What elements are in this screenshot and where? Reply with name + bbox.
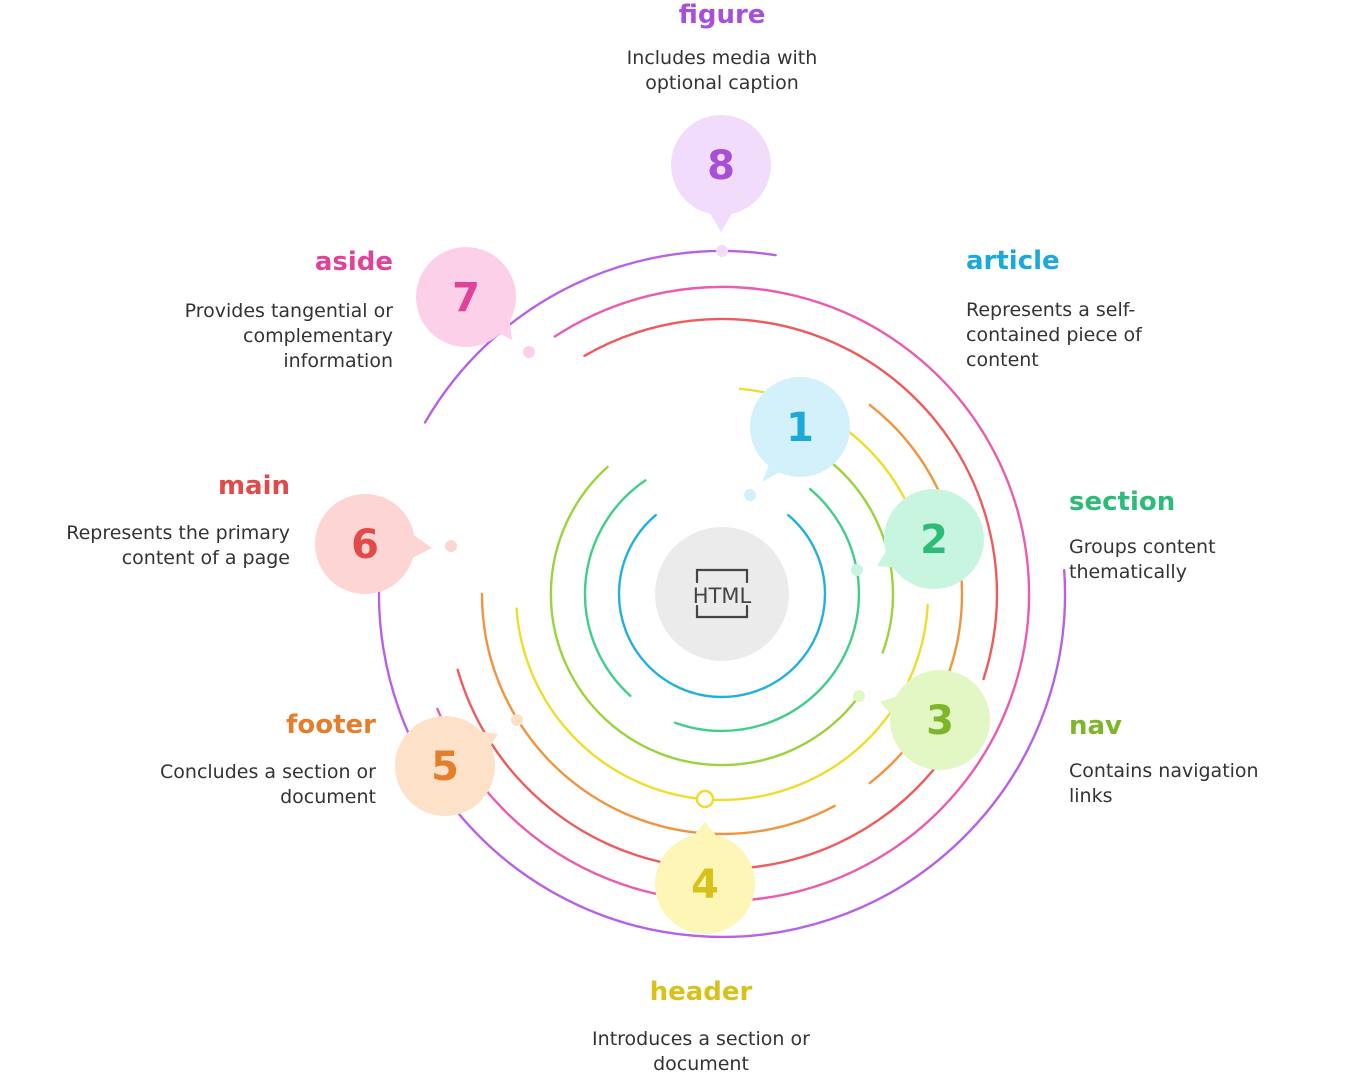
bubble-tail-main (404, 528, 432, 562)
ring-arc-aside-1 (436, 285, 1031, 903)
bubble-number-header: 4 (691, 862, 719, 908)
element-description-section: Groups content thematically (1069, 536, 1216, 583)
element-title-aside: aside (314, 247, 393, 277)
element-description-footer: Concludes a section or document (160, 761, 376, 808)
bubble-circle-footer (395, 716, 495, 816)
ring-connector-dots (445, 245, 865, 809)
bubble-tail-footer (470, 730, 498, 760)
bubble-section: 2 (877, 489, 984, 589)
element-title-figure: figure (678, 0, 766, 30)
element-figure: figure Includes media with optional capt… (588, 0, 856, 96)
bubble-number-section: 2 (920, 517, 948, 563)
ring-arc-section-1 (673, 487, 861, 733)
element-description-article: Represents a self-contained piece of con… (966, 299, 1142, 371)
element-description-header: Introduces a section or document (592, 1028, 810, 1075)
bubble-tail-article (762, 458, 790, 482)
bubble-number-figure: 8 (707, 143, 735, 189)
bubble-article: 1 (750, 377, 850, 482)
bubble-number-article: 1 (786, 405, 814, 451)
bubble-tail-section (877, 540, 902, 568)
connector-dot-nav (853, 690, 865, 702)
ring-arc-footer-2 (480, 592, 836, 836)
element-title-footer: footer (286, 710, 376, 740)
bubble-circle-header (655, 834, 755, 934)
bubble-figure: 8 (671, 115, 771, 232)
bubble-circle-aside (416, 247, 516, 347)
element-title-section: section (1069, 487, 1176, 517)
element-nav: nav Contains navigation links (1069, 711, 1299, 809)
bubble-nav: 3 (880, 670, 990, 770)
bubble-circle-figure (671, 115, 771, 215)
element-section: section Groups content thematically (1069, 487, 1259, 585)
connector-dot-figure (716, 245, 728, 257)
element-description-nav: Contains navigation links (1069, 760, 1259, 807)
ring-arc-figure-1 (377, 509, 1067, 939)
bubble-tail-nav (880, 695, 900, 722)
bubble-number-footer: 5 (431, 744, 459, 790)
number-bubbles: 1 2 3 4 5 6 7 8 (315, 115, 990, 934)
bubble-circle-section (884, 489, 984, 589)
ring-arc-main-1 (583, 317, 999, 681)
bubble-aside: 7 (416, 247, 516, 347)
bubble-circle-article (750, 377, 850, 477)
element-description-aside: Provides tangential or complementary inf… (184, 300, 393, 372)
bubble-tail-figure (708, 210, 734, 232)
bubble-circle-nav (890, 670, 990, 770)
element-header: header Introduces a section or document (561, 977, 841, 1077)
element-description-main: Represents the primary content of a page (66, 522, 290, 569)
connector-dot-header (695, 789, 715, 809)
ring-arc-section-2 (583, 479, 647, 697)
element-article: article Represents a self-contained piec… (966, 246, 1196, 373)
element-title-nav: nav (1069, 711, 1123, 741)
connector-dot-main (445, 540, 457, 552)
ring-arc-article-1 (617, 513, 827, 699)
connector-dot-footer (511, 714, 523, 726)
bubble-tail-aside (490, 308, 512, 340)
bubble-number-nav: 3 (926, 698, 954, 744)
bubble-circle-main (315, 494, 415, 594)
center-circle (655, 527, 789, 661)
element-title-main: main (217, 471, 290, 501)
bubble-main: 6 (315, 494, 432, 594)
element-aside: aside Provides tangential or complementa… (150, 247, 393, 374)
bubble-header: 4 (655, 822, 755, 934)
center-node: HTML (655, 527, 789, 661)
bubble-footer: 5 (395, 716, 498, 816)
bubble-number-aside: 7 (452, 275, 480, 321)
connector-dot-aside (523, 346, 535, 358)
element-title-header: header (649, 977, 753, 1007)
bubble-number-main: 6 (351, 522, 379, 568)
html-document-icon (695, 568, 749, 619)
element-title-article: article (966, 246, 1060, 276)
element-footer: footer Concludes a section or document (150, 710, 376, 810)
connector-dot-section (851, 564, 863, 576)
ring-arc-nav-2 (549, 465, 858, 767)
element-main: main Represents the primary content of a… (60, 471, 290, 571)
bubble-tail-header (690, 822, 720, 840)
connector-dot-article (744, 489, 756, 501)
element-description-figure: Includes media with optional caption (626, 47, 818, 94)
center-label: HTML (693, 584, 752, 608)
